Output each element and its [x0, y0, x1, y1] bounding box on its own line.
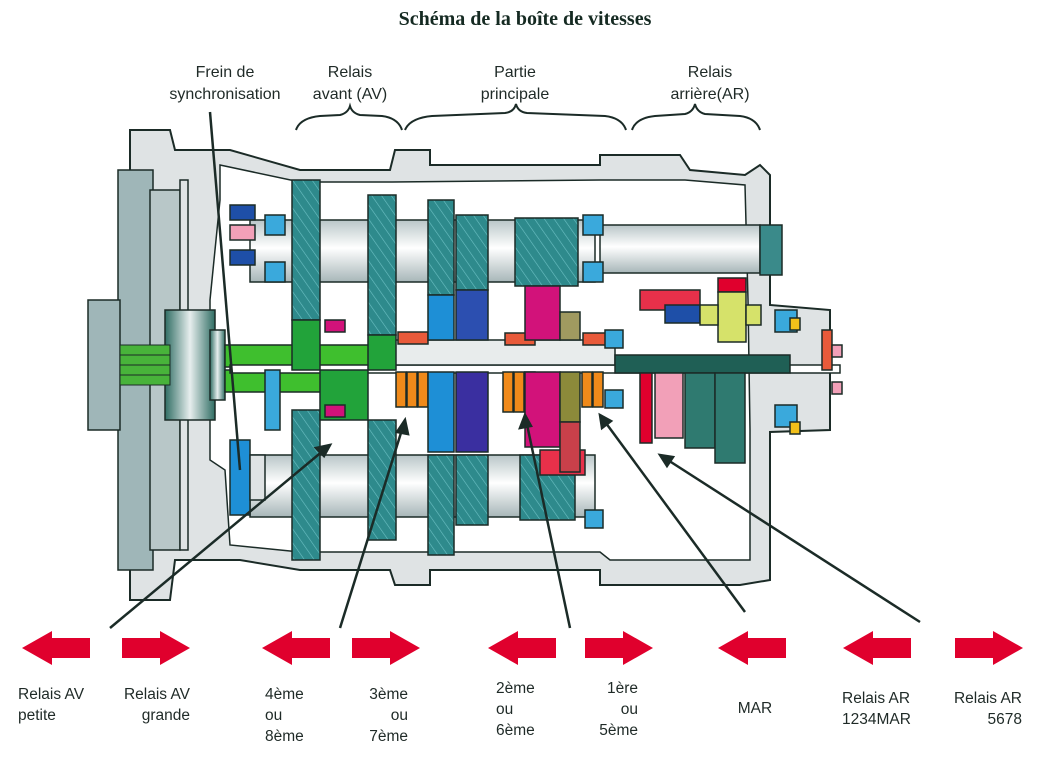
callout-line: arrière(AR) [670, 86, 750, 103]
label-line: 6ème [496, 722, 535, 739]
label-line: 7ème [369, 728, 408, 745]
label-line: Relais AR [953, 690, 1022, 707]
label-line: 5678 [987, 711, 1022, 728]
label-line: 3ème [369, 686, 408, 703]
callout-line: principale [480, 86, 550, 103]
label-line: 8ème [265, 728, 304, 745]
label-line: ou [620, 701, 638, 718]
label-line: grande [141, 707, 190, 724]
synchro-brake [229, 204, 266, 516]
input-shaft-splines [119, 344, 171, 386]
callout-line: Relais [327, 64, 373, 81]
shift-arrow-left-icon [22, 631, 90, 665]
callout-line: synchronisation [169, 86, 281, 103]
leader-relais-av [109, 444, 331, 629]
callout-relais-avant: Relais avant (AV) [290, 62, 410, 106]
label-line: Relais AV [18, 686, 85, 703]
shift-arrow-left-icon [843, 631, 911, 665]
rear-range-gears [614, 277, 843, 464]
shift-label-2-6: 2ème ou 6ème [496, 678, 535, 741]
shift-label-mar: MAR [720, 698, 790, 719]
shift-arrow-right-icon [585, 631, 653, 665]
label-line: 4ème [265, 686, 304, 703]
leader-4-3 [338, 419, 407, 629]
leader-lines [109, 111, 921, 629]
label-line: MAR [737, 700, 773, 717]
main-shaft [229, 339, 841, 374]
diagram-title: Schéma de la boîte de vitesses [398, 8, 652, 30]
callout-frein-synchronisation: Frein de synchronisation [150, 62, 300, 106]
label-line: Relais AV [123, 686, 190, 703]
shift-arrows [22, 631, 1023, 665]
callout-relais-arriere: Relais arrière(AR) [640, 62, 780, 106]
shift-label-1-5: 1ère ou 5ème [570, 678, 638, 741]
shift-label-relais-av-grande: Relais AV grande [108, 684, 190, 726]
leader-2-1 [523, 414, 572, 629]
shift-arrow-right-icon [352, 631, 420, 665]
label-line: 5ème [599, 722, 638, 739]
leader-relais-ar [659, 453, 921, 624]
shift-label-relais-av-petite: Relais AV petite [18, 684, 84, 726]
label-line: ou [265, 707, 283, 724]
shift-arrow-left-icon [718, 631, 786, 665]
callout-line: avant (AV) [312, 86, 388, 103]
brace-relais-arriere [631, 103, 761, 131]
shift-arrow-left-icon [262, 631, 330, 665]
shift-label-3-7: 3ème ou 7ème [350, 684, 408, 747]
callout-line: Frein de [195, 64, 255, 81]
label-line: Relais AR [842, 690, 911, 707]
label-line: 1ère [606, 680, 638, 697]
callout-partie-principale: Partie principale [455, 62, 575, 106]
shift-label-relais-ar-5678: Relais AR 5678 [934, 688, 1022, 730]
label-line: 1234MAR [842, 711, 911, 728]
label-line: petite [18, 707, 56, 724]
brace-partie-principale [404, 103, 627, 131]
shift-arrow-right-icon [955, 631, 1023, 665]
main-section-gears [395, 199, 614, 556]
brace-relais-avant [295, 102, 403, 131]
callout-line: Relais [687, 64, 733, 81]
countershaft-upper [249, 219, 761, 283]
shift-label-relais-ar-1234mar: Relais AR 1234MAR [842, 688, 911, 730]
label-line: ou [390, 707, 408, 724]
shift-arrow-right-icon [122, 631, 190, 665]
label-line: 2ème [496, 680, 535, 697]
shift-arrow-left-icon [488, 631, 556, 665]
callout-line: Partie [494, 64, 536, 81]
leader-mar [598, 414, 747, 613]
bearings [264, 214, 798, 529]
label-line: ou [496, 701, 514, 718]
leader-frein [208, 111, 242, 471]
shift-label-4-8: 4ème ou 8ème [265, 684, 304, 747]
